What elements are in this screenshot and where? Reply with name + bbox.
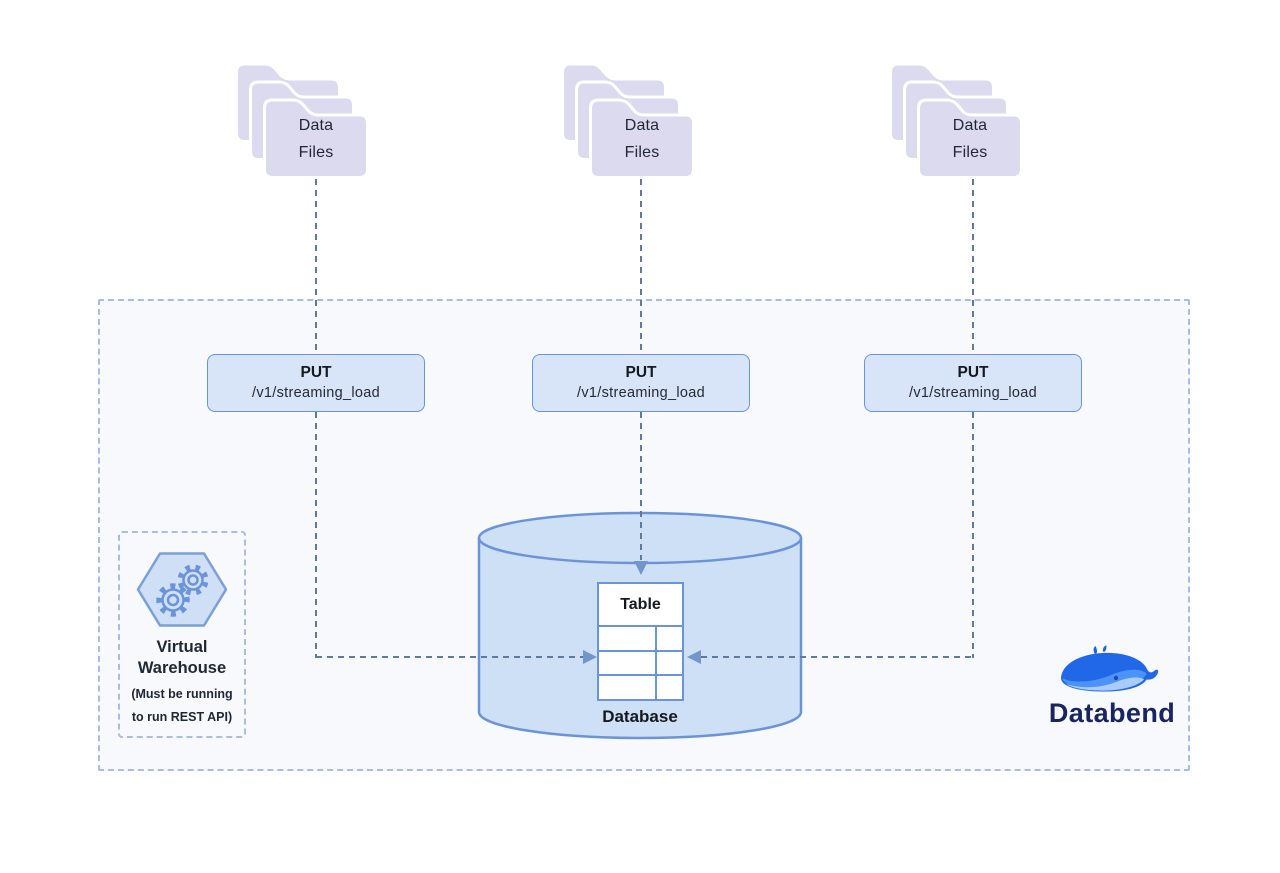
brand-wordmark: Databend	[1048, 698, 1176, 728]
warehouse-title: Virtual Warehouse	[137, 638, 227, 677]
table-widget: Table	[597, 582, 684, 701]
endpoint-box-1: PUT /v1/streaming_load	[207, 354, 425, 412]
endpoint-path-3: /v1/streaming_load	[909, 385, 1037, 401]
warehouse-gears-icon	[136, 552, 228, 627]
arrowhead-into-table-right	[687, 650, 701, 664]
endpoint-box-3: PUT /v1/streaming_load	[864, 354, 1082, 412]
databend-whale-logo-icon	[1061, 645, 1159, 692]
table-cell	[599, 676, 655, 699]
data-files-label-1: Data Files	[298, 117, 334, 161]
connector-folder2-to-put2	[640, 179, 642, 354]
data-files-folder-stack-2-icon	[561, 62, 695, 179]
table-cell	[599, 651, 655, 675]
arrowhead-into-table-left	[583, 650, 597, 664]
database-label: Database	[602, 707, 678, 726]
connector-folder1-to-put1	[315, 179, 317, 354]
table-grid	[599, 627, 682, 699]
data-files-label-2: Data Files	[624, 117, 660, 161]
table-cell	[599, 627, 655, 650]
connector-put3-down	[972, 412, 974, 658]
connector-right-to-table	[701, 656, 973, 658]
warehouse-note: (Must be running to run REST API)	[131, 687, 233, 724]
table-title: Table	[599, 584, 682, 627]
table-cell	[657, 651, 682, 675]
connector-put2-to-table	[640, 412, 642, 560]
table-cell	[657, 676, 682, 699]
connector-put1-down	[315, 412, 317, 658]
endpoint-box-2: PUT /v1/streaming_load	[532, 354, 750, 412]
data-files-folder-stack-1-icon	[235, 62, 369, 179]
connector-left-to-table	[316, 656, 583, 658]
table-cell	[657, 627, 682, 650]
endpoint-method-2: PUT	[625, 364, 657, 381]
endpoint-method-3: PUT	[957, 364, 989, 381]
data-files-label-3: Data Files	[952, 117, 988, 161]
connector-folder3-to-put3	[972, 179, 974, 354]
endpoint-method-1: PUT	[300, 364, 332, 381]
arrowhead-into-table-top	[634, 561, 648, 575]
endpoint-path-2: /v1/streaming_load	[577, 385, 705, 401]
endpoint-path-1: /v1/streaming_load	[252, 385, 380, 401]
data-files-folder-stack-3-icon	[889, 62, 1023, 179]
gear-icon	[156, 583, 190, 617]
virtual-warehouse-box	[118, 531, 246, 738]
